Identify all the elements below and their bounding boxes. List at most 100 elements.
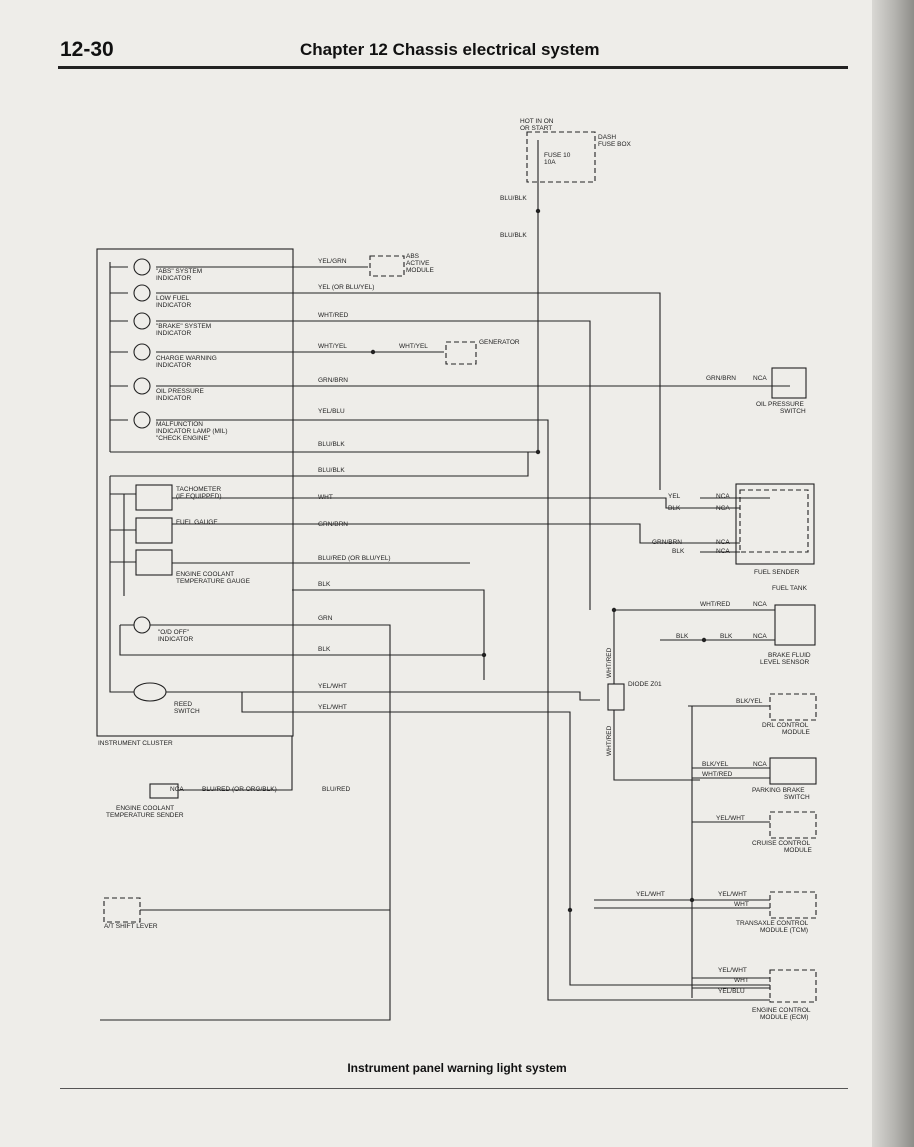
at-shift-label: A/T SHIFT LEVER bbox=[104, 923, 158, 930]
drl-2: MODULE bbox=[782, 729, 810, 736]
wire-label-3: WHT/YEL bbox=[318, 343, 347, 350]
label-dash-1: DASH bbox=[598, 134, 616, 141]
fs-nca2: NCA bbox=[716, 505, 730, 512]
oil-nca-label: NCA bbox=[753, 375, 767, 382]
ects-wire1-label: BLU/RED (OR ORG/BLK) bbox=[202, 786, 277, 793]
indicator-charge-1: CHARGE WARNING bbox=[156, 355, 217, 362]
wire-label-4: GRN/BRN bbox=[318, 377, 348, 384]
indicator-abs-2: INDICATOR bbox=[156, 275, 191, 282]
bf-wire1-label: WHT/RED bbox=[700, 601, 731, 608]
pb-wire1-label: BLK/YEL bbox=[702, 761, 729, 768]
pb-wire2-label: WHT/RED bbox=[702, 771, 733, 778]
fs-nca3: NCA bbox=[716, 539, 730, 546]
ecm-wire1-label: YEL/WHT bbox=[718, 967, 747, 974]
abs-3: MODULE bbox=[406, 267, 434, 274]
indicator-brake-2: INDICATOR bbox=[156, 330, 191, 337]
parking-brake-1: PARKING BRAKE bbox=[752, 787, 805, 794]
ects-nca-label: NCA bbox=[170, 786, 184, 793]
drl-wire-label: BLK/YEL bbox=[736, 698, 763, 705]
wire-label-15: YEL/WHT bbox=[318, 704, 347, 711]
od-off-1: "O/D OFF" bbox=[158, 629, 190, 636]
wire-yel-blu bbox=[292, 419, 770, 1001]
indicator-mil-1: MALFUNCTION bbox=[156, 421, 203, 428]
reed-2: SWITCH bbox=[174, 708, 200, 715]
wht-yel-2-label: WHT/YEL bbox=[399, 343, 428, 350]
chapter-title: Chapter 12 Chassis electrical system bbox=[300, 40, 600, 59]
bf-nca2-label: NCA bbox=[753, 633, 767, 640]
wire-label-13: BLK bbox=[318, 646, 331, 653]
fs-nca1: NCA bbox=[716, 493, 730, 500]
indicator-mil-2: INDICATOR LAMP (MIL) bbox=[156, 428, 228, 435]
footer-rule bbox=[60, 1088, 848, 1089]
ecm-2: MODULE (ECM) bbox=[760, 1014, 808, 1021]
label-hot-2: OR START bbox=[520, 125, 552, 132]
ects-1: ENGINE COOLANT bbox=[116, 805, 174, 812]
cc-wire-label: YEL/WHT bbox=[716, 815, 745, 822]
indicator-charge-2: INDICATOR bbox=[156, 362, 191, 369]
reed-1: REED bbox=[174, 701, 192, 708]
oil-wire-label: GRN/BRN bbox=[706, 375, 736, 382]
ect-gauge-2: TEMPERATURE GAUGE bbox=[176, 578, 251, 585]
brake-fluid-1: BRAKE FLUID bbox=[768, 652, 811, 659]
wire-label-8: WHT bbox=[318, 494, 333, 501]
fuel-sender-label: FUEL SENDER bbox=[754, 569, 800, 576]
tcm-wire2-label: WHT bbox=[734, 901, 749, 908]
indicator-mil-3: "CHECK ENGINE" bbox=[156, 435, 211, 442]
tcm-1: TRANSAXLE CONTROL bbox=[736, 920, 809, 927]
label-hot-1: HOT IN ON bbox=[520, 118, 554, 125]
fs-yel-label: YEL bbox=[668, 493, 681, 500]
bf-blk1-label: BLK bbox=[676, 633, 689, 640]
ects-2: TEMPERATURE SENDER bbox=[106, 812, 184, 819]
wire-label-7: BLU/BLK bbox=[318, 467, 345, 474]
brake-fluid-2: LEVEL SENSOR bbox=[760, 659, 810, 666]
bf-blk2-label: BLK bbox=[720, 633, 733, 640]
wire-label-10: BLU/RED (OR BLU/YEL) bbox=[318, 555, 391, 562]
wire-wht-fuel bbox=[292, 497, 700, 509]
wire-label-11: BLK bbox=[318, 581, 331, 588]
dash-fuse-box bbox=[526, 131, 596, 183]
indicator-oil-1: OIL PRESSURE bbox=[156, 388, 204, 395]
abs-1: ABS bbox=[406, 253, 420, 260]
fs-grnbrn-label: GRN/BRN bbox=[652, 539, 682, 546]
page-number: 12-30 bbox=[60, 38, 114, 61]
fs-blk-label: BLK bbox=[668, 505, 681, 512]
header-rule bbox=[58, 66, 848, 69]
label-fuse-1: FUSE 10 bbox=[544, 152, 571, 159]
fs-blk2-label: BLK bbox=[672, 548, 685, 555]
fuel-gauge-label: FUEL GAUGE bbox=[176, 519, 218, 526]
oil-switch-2: SWITCH bbox=[780, 408, 806, 415]
label-fuse-2: 10A bbox=[544, 159, 556, 166]
oil-switch-1: OIL PRESSURE bbox=[756, 401, 804, 408]
tcm-2: MODULE (TCM) bbox=[760, 927, 808, 934]
vert-wht-red-1: WHT/RED bbox=[606, 647, 613, 678]
ecm-1: ENGINE CONTROL bbox=[752, 1007, 811, 1014]
wire-label-1: YEL (OR BLU/YEL) bbox=[318, 284, 374, 291]
wire-label-9: GRN/BRN bbox=[318, 521, 348, 528]
indicator-oil-2: INDICATOR bbox=[156, 395, 191, 402]
cruise-2: MODULE bbox=[784, 847, 812, 854]
page-edge-shadow bbox=[872, 0, 914, 1147]
ecm-wire2-label: WHT bbox=[734, 977, 749, 984]
vert-wht-red-2: WHT/RED bbox=[606, 725, 613, 756]
label-blu-blk-top: BLU/BLK bbox=[500, 195, 527, 202]
tachometer-1: TACHOMETER bbox=[176, 486, 221, 493]
figure-caption: Instrument panel warning light system bbox=[347, 1061, 567, 1075]
ects-wire2-label: BLU/RED bbox=[322, 786, 350, 793]
wire-label-2: WHT/RED bbox=[318, 312, 349, 319]
wire-yel-wht bbox=[292, 691, 600, 701]
label-dash-2: FUSE BOX bbox=[598, 141, 632, 148]
diode-label: DIODE Z01 bbox=[628, 681, 662, 688]
wire-blu-blk-2 bbox=[292, 451, 538, 477]
ect-gauge-1: ENGINE COOLANT bbox=[176, 571, 234, 578]
cruise-1: CRUISE CONTROL bbox=[752, 840, 811, 847]
wire-blk bbox=[292, 589, 485, 680]
instrument-cluster-label: INSTRUMENT CLUSTER bbox=[98, 740, 173, 747]
wire-label-14: YEL/WHT bbox=[318, 683, 347, 690]
wire-yel-wht-2 bbox=[292, 711, 770, 986]
abs-2: ACTIVE bbox=[406, 260, 430, 267]
tachometer-2: (IF EQUIPPED) bbox=[176, 493, 222, 500]
parking-brake-2: SWITCH bbox=[784, 794, 810, 801]
indicator-brake-1: "BRAKE" SYSTEM bbox=[156, 323, 211, 330]
